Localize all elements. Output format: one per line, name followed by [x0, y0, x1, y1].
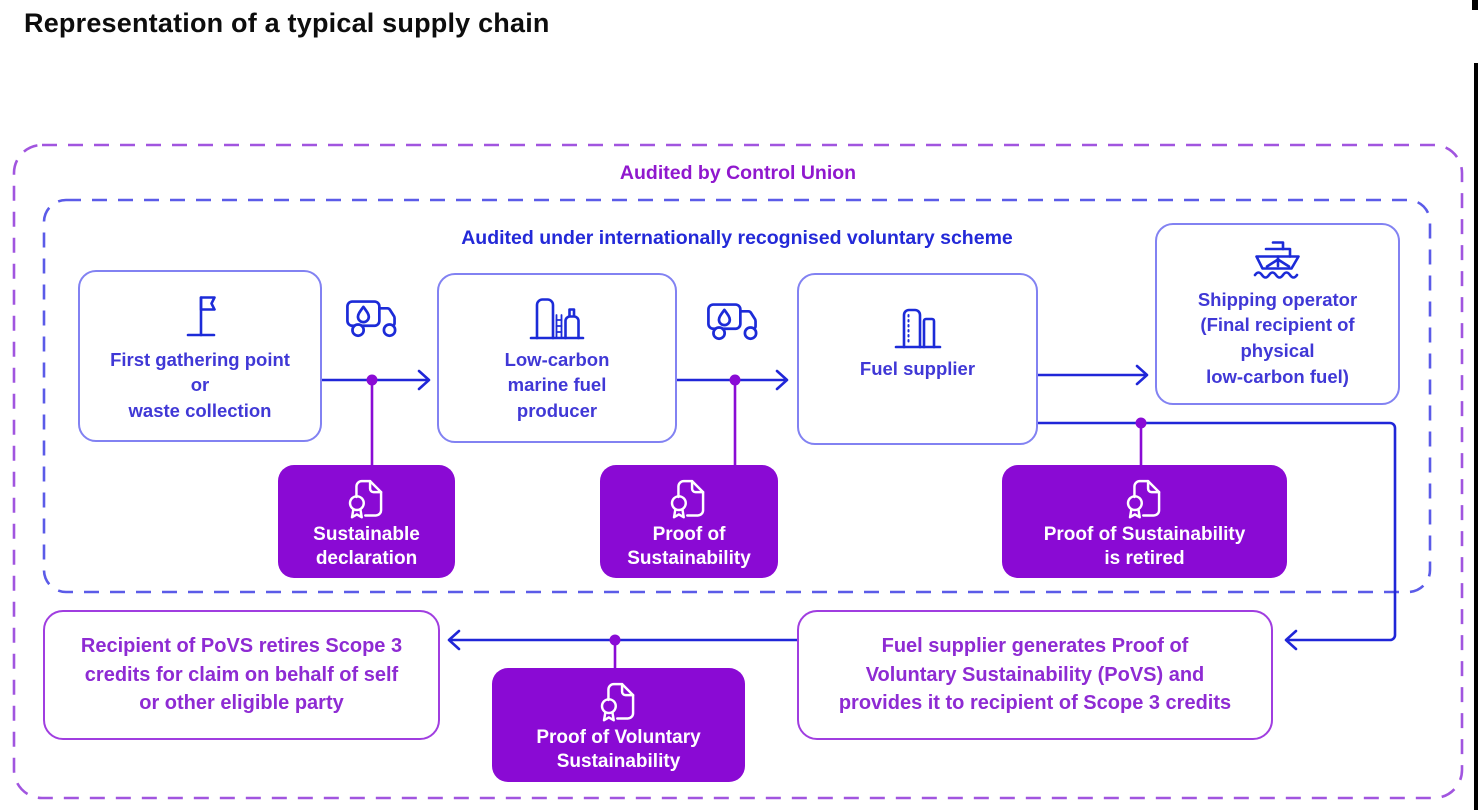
node-first-gathering-point: First gathering point or waste collectio…: [78, 270, 322, 442]
node-fuel-supplier: Fuel supplier: [797, 273, 1038, 445]
certificate-icon: [667, 473, 711, 521]
fuel-depot-icon: [892, 302, 944, 350]
arrowhead-right-icon: [1135, 364, 1149, 386]
node-label: Low-carbon marine fuel producer: [504, 348, 610, 421]
cargo-ship-icon: [1247, 239, 1309, 281]
arrowhead-left-icon: [447, 629, 461, 651]
tag-label: Proof of Sustainability: [627, 523, 751, 569]
tag-label: Proof of Sustainability is retired: [1043, 523, 1246, 569]
refinery-icon: [528, 293, 586, 341]
line-supplier-to-generator: [1036, 421, 1397, 642]
page-edge-mark: [1472, 0, 1478, 10]
tag-label: Proof of Voluntary Sustainability: [536, 727, 701, 772]
note-label: Fuel supplier generates Proof of Volunta…: [838, 634, 1232, 715]
tag-label: Sustainable declaration: [313, 523, 420, 569]
arrowhead-left-icon: [1284, 629, 1298, 651]
tag-proof-of-voluntary-sustainability: Proof of Voluntary Sustainability: [492, 668, 745, 782]
node-shipping-operator: Shipping operator (Final recipient of ph…: [1155, 223, 1400, 405]
note-label: Recipient of PoVS retires Scope 3 credit…: [80, 634, 403, 715]
tag-proof-of-sustainability-retired: Proof of Sustainability is retired: [1002, 465, 1287, 578]
junction-dot: [729, 374, 741, 386]
fuel-truck-icon: [345, 294, 405, 342]
arrowhead-right-icon: [417, 369, 431, 391]
page-title: Representation of a typical supply chain: [24, 8, 550, 38]
inner-dashed-border: [42, 198, 1432, 594]
junction-dot: [609, 634, 621, 646]
arrowhead-right-icon: [775, 369, 789, 391]
node-marine-fuel-producer: Low-carbon marine fuel producer: [437, 273, 677, 443]
flag-icon: [176, 289, 224, 341]
node-label: First gathering point or waste collectio…: [110, 348, 290, 421]
page-edge-line: [1474, 63, 1478, 810]
junction-dot: [1135, 417, 1147, 429]
node-label: Shipping operator (Final recipient of ph…: [1197, 288, 1358, 387]
tag-sustainable-declaration: Sustainable declaration: [278, 465, 455, 578]
tag-proof-of-sustainability: Proof of Sustainability: [600, 465, 778, 578]
outer-group-label: Audited by Control Union: [619, 162, 857, 184]
certificate-icon: [1123, 473, 1167, 521]
certificate-icon: [345, 473, 389, 521]
node-label: Fuel supplier: [859, 358, 976, 380]
fuel-truck-icon: [706, 297, 766, 345]
junction-dot: [366, 374, 378, 386]
note-recipient-retires-credits: Recipient of PoVS retires Scope 3 credit…: [43, 610, 440, 740]
inner-group-label: Audited under internationally recognised…: [461, 227, 1013, 249]
certificate-icon: [597, 676, 641, 724]
note-fuel-supplier-generates-povs: Fuel supplier generates Proof of Volunta…: [797, 610, 1273, 740]
